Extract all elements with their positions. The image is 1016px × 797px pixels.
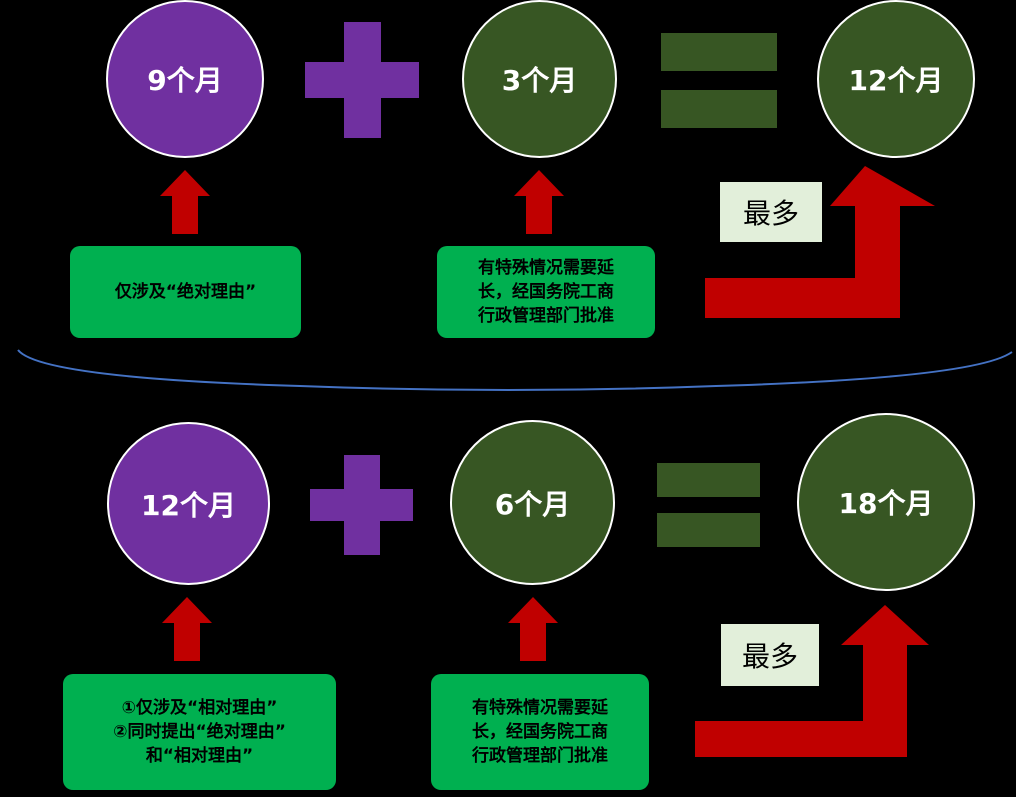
top-box-extension-line-1: 有特殊情况需要延: [478, 258, 614, 278]
bottom-circle-extension-label: 6个月: [494, 487, 571, 521]
top-most-label: 最多: [720, 182, 822, 242]
top-circle-total-label: 12个月: [848, 64, 944, 97]
bottom-box-extension-line-3: 行政管理部门批准: [472, 746, 608, 766]
bottom-circle-initial-label: 12个月: [141, 488, 236, 522]
top-box-condition: 仅涉及“绝对理由”: [70, 246, 301, 338]
section-separator-curve: [17, 349, 1013, 391]
bottom-box-extension-line-1: 有特殊情况需要延: [472, 698, 608, 718]
bottom-most-label: 最多: [721, 624, 819, 686]
bottom-bent-arrow-icon: [695, 605, 929, 757]
top-box-extension-line-2: 长，经国务院工商: [478, 282, 614, 302]
top-circle-initial: 9个月: [106, 0, 264, 158]
bottom-circle-total-label: 18个月: [838, 487, 934, 520]
top-equals-sign: [661, 33, 777, 128]
bottom-circle-total: 18个月: [797, 413, 975, 591]
top-box-condition-line-1: 仅涉及“绝对理由”: [114, 282, 257, 302]
top-circle-total: 12个月: [817, 0, 975, 158]
bottom-circle-initial: 12个月: [107, 422, 270, 585]
top-circle-extension-label: 3个月: [501, 64, 578, 97]
bottom-arrow-up-1-icon: [162, 597, 212, 661]
bottom-box-extension-condition: 有特殊情况需要延 长，经国务院工商 行政管理部门批准: [431, 674, 649, 790]
top-arrow-up-2-icon: [514, 170, 564, 234]
bottom-box-condition: ①仅涉及“相对理由” ②同时提出“绝对理由” 和“相对理由”: [63, 674, 336, 790]
bottom-box-condition-line-2: ②同时提出“绝对理由”: [113, 722, 286, 742]
bottom-box-extension-line-2: 长，经国务院工商: [472, 722, 608, 742]
top-plus-sign: [305, 22, 419, 138]
bottom-arrow-up-2-icon: [508, 597, 558, 661]
top-box-extension-line-3: 行政管理部门批准: [478, 306, 614, 326]
top-circle-extension: 3个月: [462, 0, 617, 158]
bottom-box-condition-line-1: ①仅涉及“相对理由”: [121, 698, 278, 718]
bottom-box-condition-line-3: 和“相对理由”: [145, 746, 254, 766]
bottom-equals-sign: [657, 463, 760, 547]
top-arrow-up-1-icon: [160, 170, 210, 234]
bottom-circle-extension: 6个月: [450, 420, 615, 585]
top-box-extension-condition: 有特殊情况需要延 长，经国务院工商 行政管理部门批准: [437, 246, 655, 338]
top-bent-arrow-icon: [705, 166, 935, 318]
top-circle-initial-label: 9个月: [147, 64, 223, 97]
bottom-plus-sign: [310, 455, 413, 555]
